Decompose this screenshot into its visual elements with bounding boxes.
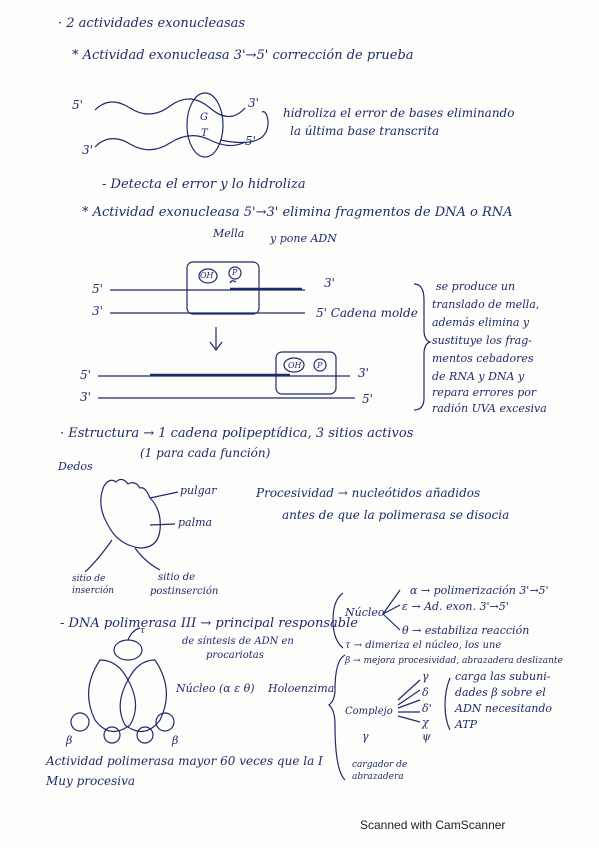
beta-left-label: β	[66, 734, 73, 747]
note-r5: mentos cebadores	[432, 352, 534, 365]
note-r1: se produce un	[436, 280, 516, 293]
beta-item: β → mejora procesividad, abrazadera desl…	[345, 656, 563, 666]
label-5prime: 5'	[245, 134, 256, 148]
processivity-line-2: antes de que la polimerasa se disocia	[282, 508, 510, 522]
holoenzyme-label: Holoenzima	[268, 682, 335, 695]
processive-line: Muy procesiva	[46, 774, 136, 788]
template-strand-label: 5' Cadena molde	[316, 306, 418, 320]
exo-3-5-title: * Actividad exonucleasa 3'→5' corrección…	[72, 48, 414, 63]
note-r6: de RNA y DNA y	[432, 370, 525, 383]
nucleus-subunits: Núcleo (α ε θ)	[176, 682, 255, 695]
label-5prime: 5'	[92, 282, 103, 296]
note-last-base: la última base transcrita	[290, 124, 440, 138]
hook-arrow	[219, 111, 269, 144]
label-5prime: 5'	[362, 392, 373, 406]
label-3prime: 3'	[92, 304, 103, 318]
gamma-label: γ	[362, 730, 369, 743]
label-3prime: 3'	[358, 366, 369, 380]
base-t: T	[201, 128, 208, 139]
hand-sketch	[100, 478, 161, 549]
clamp-loader-label-1: cargador de	[352, 760, 408, 770]
psi-item: ψ	[422, 730, 431, 743]
dna-pol3-line-2: de síntesis de ADN en	[182, 636, 294, 647]
detect-line: - Detecta el error y lo hidroliza	[102, 177, 306, 192]
strand-top-1	[94, 98, 246, 118]
pol3-left	[87, 659, 137, 732]
label-5prime: 5'	[72, 98, 83, 112]
pol3-right	[119, 659, 168, 732]
label-5prime: 5'	[80, 368, 91, 382]
p-label: P	[232, 268, 238, 277]
oh-label: OH	[200, 271, 214, 280]
label-3prime: 3'	[248, 96, 259, 110]
postinsertion-site-label-2: postinserción	[150, 586, 219, 597]
note-hydrolize: hidroliza el error de bases eliminando	[283, 106, 515, 120]
mella-box-2	[275, 351, 337, 395]
note-r7: repara errores por	[432, 386, 537, 399]
note-r8: radión UVA excesiva	[432, 402, 547, 415]
processivity-line: Procesividad → nucleótidos añadidos	[256, 486, 481, 500]
postinsertion-site-label: sitio de	[158, 572, 196, 583]
clamp-loader-note-2: dades β sobre el	[455, 686, 546, 699]
strand-bottom-1	[94, 135, 246, 151]
structure-line: · Estructura → 1 cadena polipeptídica, 3…	[60, 426, 414, 441]
palma-label: palma	[178, 516, 213, 529]
oh-label: OH	[288, 361, 302, 370]
note-r2: translado de mella,	[432, 298, 540, 311]
label-3prime: 3'	[80, 390, 91, 404]
delta-prime-item: δ'	[422, 702, 432, 715]
pulgar-label: pulgar	[180, 484, 217, 497]
p-label: P	[317, 361, 323, 370]
clamp-loader-note-4: ATP	[455, 718, 478, 731]
camscanner-watermark: Scanned with CamScanner	[360, 818, 506, 832]
complejo-label: Complejo	[345, 706, 393, 717]
chi-item: χ	[422, 716, 429, 729]
pone-adn-label: y pone ADN	[270, 232, 337, 245]
exo-5-3-title: * Actividad exonucleasa 5'→3' elimina fr…	[82, 205, 513, 220]
label-3prime: 3'	[82, 143, 93, 157]
note-r4: sustituye los frag-	[432, 334, 532, 347]
structure-sub: (1 para cada función)	[140, 446, 271, 460]
activity-line: Actividad polimerasa mayor 60 veces que …	[46, 754, 323, 768]
heading-exonuclease: · 2 actividades exonucleasas	[58, 16, 246, 31]
dna-pol3-line: - DNA polimerasa III → principal respons…	[60, 616, 358, 631]
insertion-site-label-2: inserción	[72, 586, 115, 596]
mismatch-circle	[186, 92, 224, 158]
epsilon-item: ε → Ad. exon. 3'→5'	[402, 600, 509, 613]
base-g: G	[200, 112, 208, 123]
alpha-item: α → polimerización 3'→5'	[410, 584, 549, 597]
theta-item: θ → estabiliza reacción	[402, 624, 530, 637]
clamp-loader-note-1: carga las subuni-	[455, 670, 551, 683]
insertion-site-label: sitio de	[72, 574, 106, 584]
label-3prime: 3'	[324, 276, 335, 290]
gamma-item: γ	[422, 670, 429, 683]
dedos-label: Dedos	[58, 460, 93, 473]
delta-item: δ	[422, 686, 429, 699]
mella-label: Mella	[213, 227, 245, 240]
nucleo-label: Núcleo	[345, 606, 385, 619]
tau-label: τ	[140, 626, 145, 636]
clamp-loader-label-2: abrazadera	[352, 772, 404, 782]
beta-right-label: β	[172, 734, 179, 747]
dna-pol3-line-3: procariotas	[206, 650, 264, 661]
mella-box	[186, 261, 260, 315]
tau-item: τ → dimeriza el núcleo, los une	[345, 640, 502, 651]
note-r3: además elimina y	[432, 316, 530, 329]
clamp-loader-note-3: ADN necesitando	[455, 702, 553, 715]
